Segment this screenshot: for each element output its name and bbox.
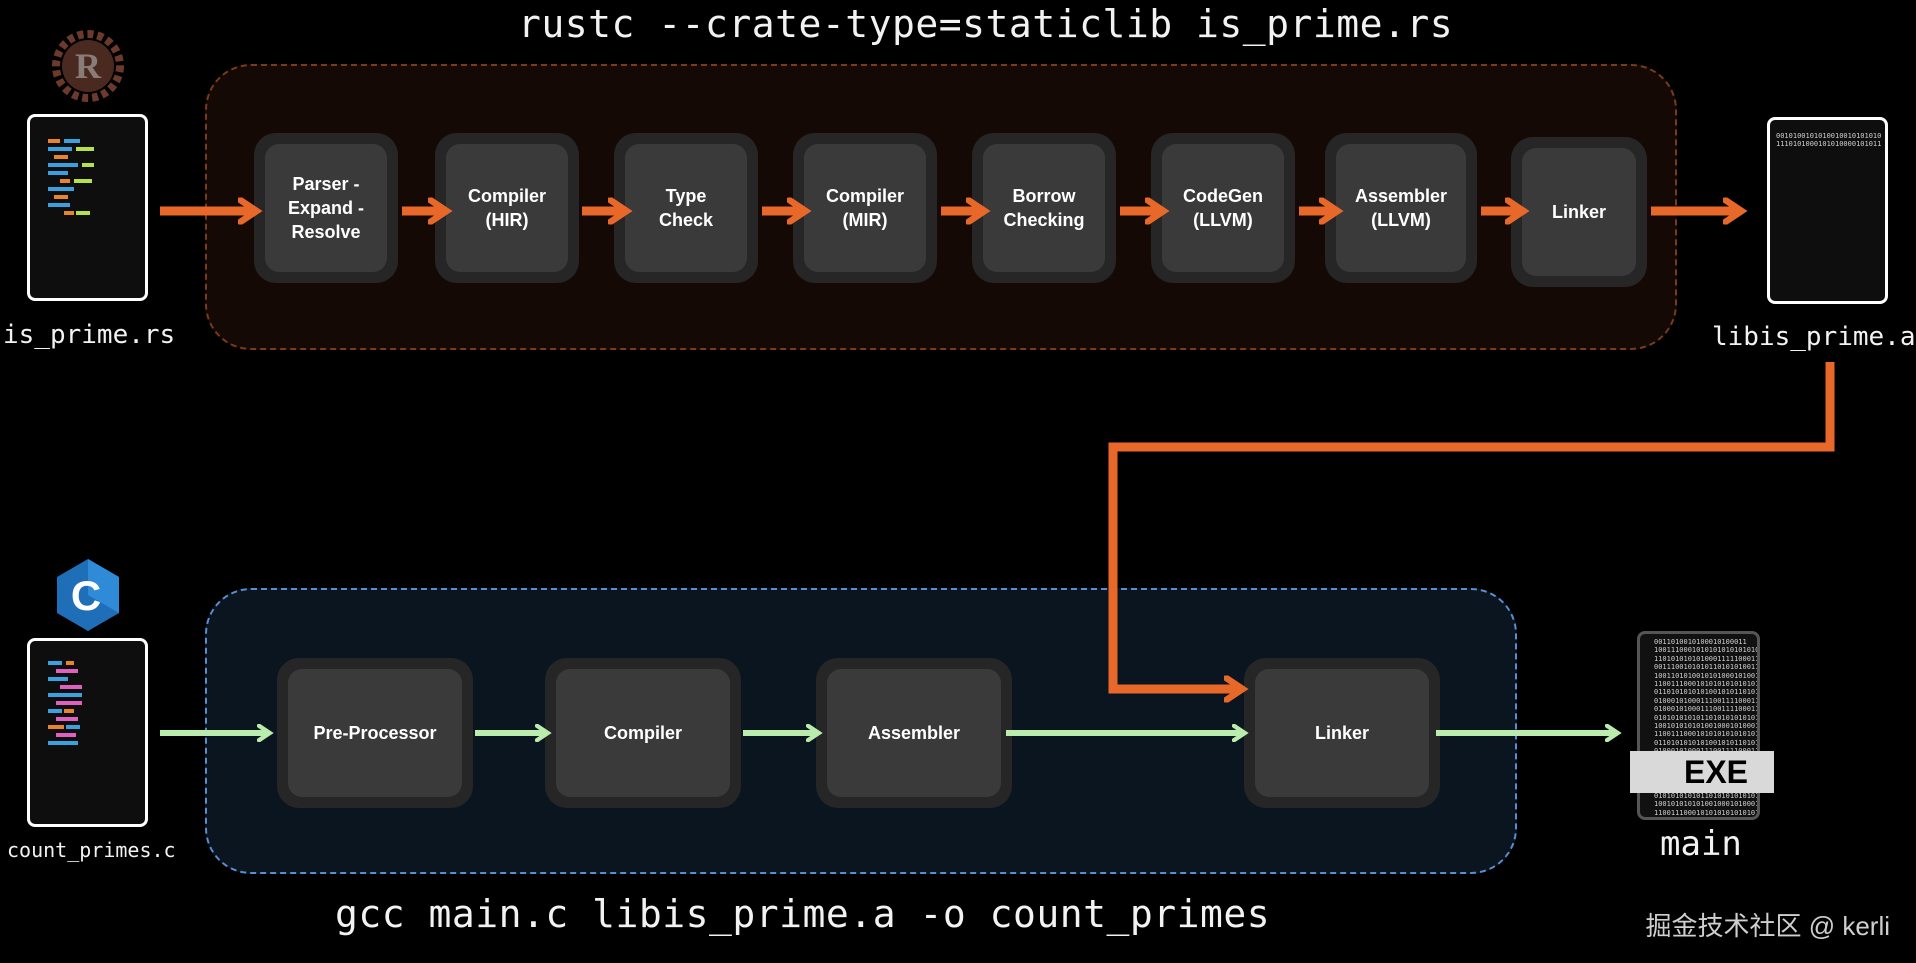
executable-filename: main [1660, 824, 1742, 864]
stage-borrow-checking: Borrow Checking [972, 133, 1116, 283]
stage-compiler-mir: Compiler (MIR) [793, 133, 937, 283]
stage-c-compiler: Compiler [545, 658, 741, 808]
gcc-command: gcc main.c libis_prime.a -o count_primes [335, 892, 1271, 936]
watermark: 掘金技术社区 @ kerli [1645, 911, 1890, 941]
stage-c-assembler: Assembler [816, 658, 1012, 808]
stage-label: Assembler (LLVM) [1336, 144, 1466, 272]
stage-label: Assembler [827, 669, 1001, 797]
stage-label: Parser - Expand - Resolve [265, 144, 387, 272]
static-lib-file-icon: 0010100101010010010101010 11101010001010… [1767, 117, 1888, 304]
stage-assembler-llvm: Assembler (LLVM) [1325, 133, 1477, 283]
stage-rust-linker: Linker [1511, 137, 1647, 287]
c-source-filename: count_primes.c [7, 838, 176, 862]
stage-label: Borrow Checking [983, 144, 1105, 272]
stage-label: Pre-Processor [288, 669, 462, 797]
static-lib-filename: libis_prime.a [1712, 322, 1916, 352]
stage-codegen-llvm: CodeGen (LLVM) [1151, 133, 1295, 283]
stage-pre-processor: Pre-Processor [277, 658, 473, 808]
c-source-file-icon [27, 638, 148, 827]
rustc-command: rustc --crate-type=staticlib is_prime.rs [518, 2, 1454, 46]
stage-type-check: Type Check [614, 133, 758, 283]
exe-binary-text-bottom: 0101010101011010101010101 10010101010100… [1654, 792, 1760, 817]
stage-c-linker: Linker [1244, 658, 1440, 808]
stage-label: Compiler (MIR) [804, 144, 926, 272]
stage-label: Linker [1522, 148, 1636, 276]
stage-compiler-hir: Compiler (HIR) [435, 133, 579, 283]
code-lines-icon [48, 661, 82, 745]
rust-source-file-icon [27, 114, 148, 301]
arrow-lib-to-c-linker [1108, 362, 1835, 689]
stage-label: Compiler [556, 669, 730, 797]
exe-badge: EXE [1630, 751, 1774, 793]
stage-label: CodeGen (LLVM) [1162, 144, 1284, 272]
stage-label: Type Check [625, 144, 747, 272]
stage-label: Linker [1255, 669, 1429, 797]
stage-label: Compiler (HIR) [446, 144, 568, 272]
stage-parser-expand-resolve: Parser - Expand - Resolve [254, 133, 398, 283]
code-lines-icon [48, 139, 94, 215]
rust-source-filename: is_prime.rs [3, 320, 176, 350]
lib-binary-text: 0010100101010010010101010 11101010001010… [1776, 132, 1882, 149]
